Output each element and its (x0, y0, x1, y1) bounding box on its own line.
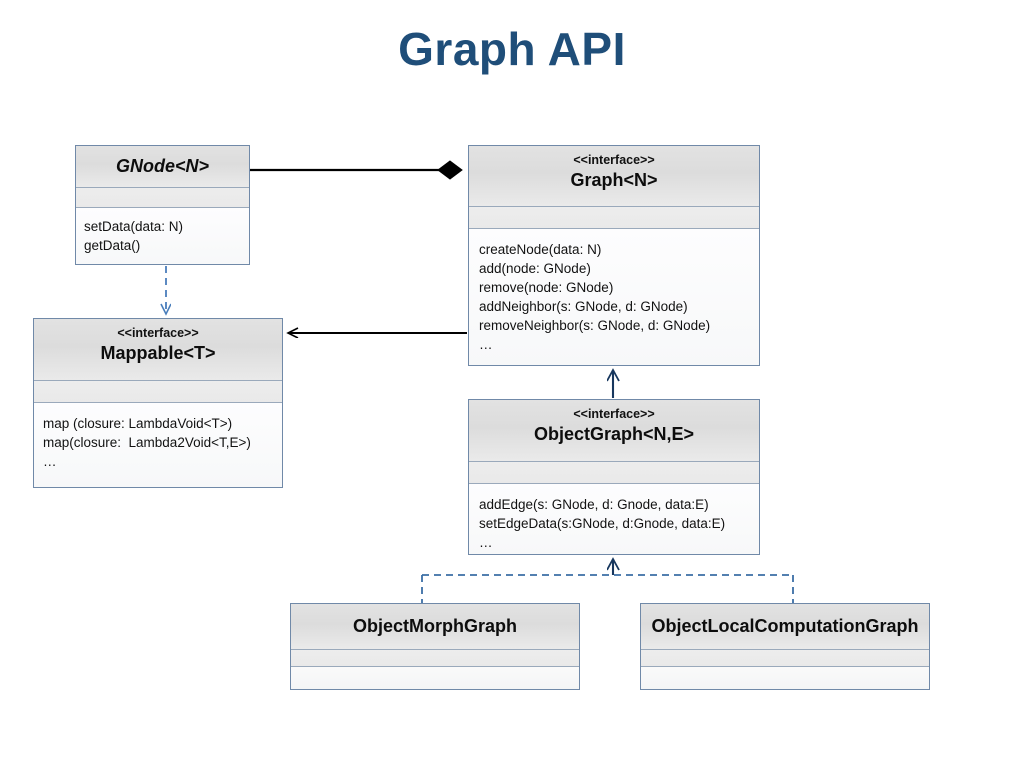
uml-operation: map(closure: Lambda2Void<T,E>) (43, 435, 251, 450)
uml-operation: setEdgeData(s:GNode, d:Gnode, data:E) (479, 516, 726, 531)
uml-class-graph[interactable]: <<interface>> Graph<N> createNode(data: … (468, 145, 760, 366)
uml-stereotype: <<interface>> (573, 407, 655, 421)
uml-stereotype: <<interface>> (117, 326, 199, 340)
uml-operations-compartment: setData(data: N) getData() (76, 208, 249, 264)
uml-attributes-compartment (34, 381, 282, 403)
uml-operations-compartment: addEdge(s: GNode, d: Gnode, data:E) setE… (469, 484, 759, 554)
uml-attributes-compartment (291, 650, 579, 667)
uml-operations-compartment (641, 667, 929, 689)
page-title: Graph API (398, 23, 626, 75)
uml-class-header: ObjectLocalComputationGraph (641, 604, 929, 650)
uml-operation-ellipsis: … (479, 337, 493, 352)
uml-operation-ellipsis: … (43, 454, 57, 469)
uml-operation: addNeighbor(s: GNode, d: GNode) (479, 299, 688, 314)
uml-operation: map (closure: LambdaVoid<T>) (43, 416, 233, 431)
uml-class-mappable[interactable]: <<interface>> Mappable<T> map (closure: … (33, 318, 283, 488)
uml-class-name: ObjectMorphGraph (352, 616, 517, 636)
uml-attributes-compartment (641, 650, 929, 667)
uml-operations-compartment: map (closure: LambdaVoid<T>) map(closure… (34, 403, 282, 487)
uml-operation: remove(node: GNode) (479, 280, 614, 295)
uml-class-objectgraph[interactable]: <<interface>> ObjectGraph<N,E> addEdge(s… (468, 399, 760, 555)
uml-operation: removeNeighbor(s: GNode, d: GNode) (479, 318, 711, 333)
uml-operation: createNode(data: N) (479, 242, 602, 257)
uml-class-header: <<interface>> ObjectGraph<N,E> (469, 400, 759, 462)
uml-attributes-compartment (469, 207, 759, 229)
uml-operation-ellipsis: … (479, 535, 493, 550)
uml-class-header: <<interface>> Mappable<T> (34, 319, 282, 381)
uml-class-name: ObjectGraph<N,E> (533, 424, 695, 444)
uml-class-gnode[interactable]: GNode<N> setData(data: N) getData() (75, 145, 250, 265)
uml-operations-compartment: createNode(data: N) add(node: GNode) rem… (469, 229, 759, 365)
uml-class-name: Mappable<T> (100, 343, 216, 363)
uml-class-name: Graph<N> (570, 170, 658, 190)
uml-operation: add(node: GNode) (479, 261, 591, 276)
uml-class-header: GNode<N> (76, 146, 249, 188)
uml-attributes-compartment (76, 188, 249, 208)
uml-class-objectmorphgraph[interactable]: ObjectMorphGraph (290, 603, 580, 690)
uml-operation: addEdge(s: GNode, d: Gnode, data:E) (479, 497, 709, 512)
uml-attributes-compartment (469, 462, 759, 484)
uml-class-header: ObjectMorphGraph (291, 604, 579, 650)
uml-operations-compartment (291, 667, 579, 689)
uml-stereotype: <<interface>> (573, 153, 655, 167)
uml-operation: setData(data: N) (84, 219, 184, 234)
uml-class-name: ObjectLocalComputationGraph (651, 616, 919, 636)
uml-class-name: GNode<N> (115, 156, 210, 176)
uml-operation: getData() (84, 238, 141, 253)
relationship-subclass-realization-tree (421, 559, 794, 603)
uml-class-objectlocalcomputationgraph[interactable]: ObjectLocalComputationGraph (640, 603, 930, 690)
relationship-gnode-composition-graph (250, 160, 463, 180)
uml-class-header: <<interface>> Graph<N> (469, 146, 759, 207)
